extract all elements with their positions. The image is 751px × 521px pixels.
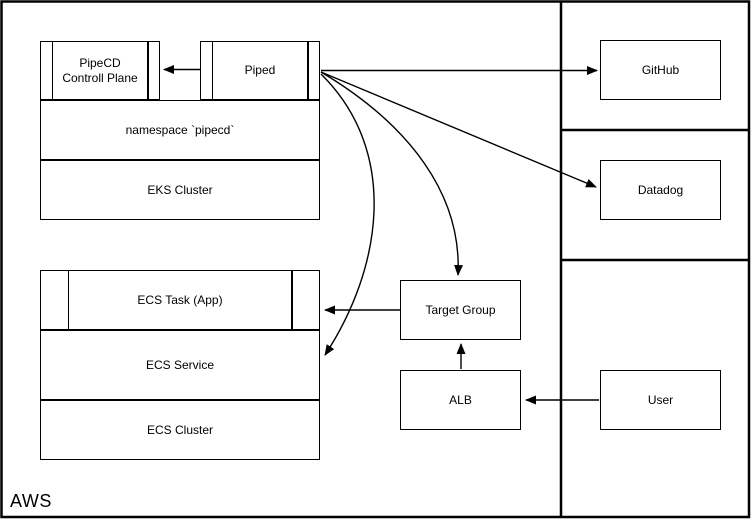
pipecd-control-plane-box: PipeCD Controll Plane: [40, 41, 160, 100]
aws-container-label: AWS: [10, 491, 52, 511]
eks-cluster-box: EKS Cluster: [40, 160, 320, 220]
ecs-task-label: ECS Task (App): [137, 292, 223, 307]
process-bar-left: [51, 42, 53, 99]
namespace-pipecd-box: namespace `pipecd`: [40, 100, 320, 160]
github-box: GitHub: [600, 40, 721, 100]
target-group-box: Target Group: [400, 280, 521, 340]
ecs-cluster-label: ECS Cluster: [146, 422, 214, 437]
ecs-task-box: ECS Task (App): [40, 270, 320, 330]
arrow-piped-to-ecs-service: [320, 73, 375, 356]
namespace-pipecd-label: namespace `pipecd`: [125, 122, 235, 137]
eks-cluster-label: EKS Cluster: [147, 182, 213, 197]
ecs-service-label: ECS Service: [145, 357, 215, 372]
piped-box: Piped: [200, 41, 320, 100]
alb-label: ALB: [449, 392, 472, 407]
user-box: User: [600, 370, 721, 430]
process-bar-left: [67, 271, 69, 329]
process-bar-right: [147, 42, 149, 99]
target-group-label: Target Group: [425, 302, 496, 317]
arrow-piped-to-target-group: [320, 71, 463, 276]
process-bar-right: [307, 42, 309, 99]
process-bar-right: [291, 271, 293, 329]
pipecd-control-plane-label: PipeCD Controll Plane: [62, 55, 138, 85]
ecs-cluster-box: ECS Cluster: [40, 400, 320, 460]
arrow-piped-to-datadog: [320, 71, 597, 188]
piped-label: Piped: [244, 63, 276, 77]
datadog-box: Datadog: [600, 160, 721, 220]
datadog-label: Datadog: [637, 182, 684, 197]
ecs-service-box: ECS Service: [40, 330, 320, 400]
process-bar-left: [211, 42, 213, 99]
user-label: User: [647, 392, 674, 407]
github-label: GitHub: [641, 62, 680, 77]
alb-box: ALB: [400, 370, 521, 430]
